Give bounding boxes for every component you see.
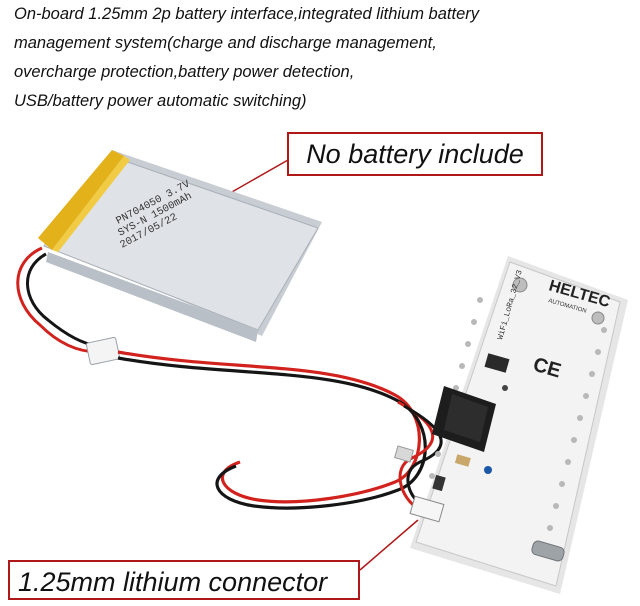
board-usb-c-port [531, 540, 565, 562]
battery-wire-red [16, 246, 99, 354]
battery-tape [38, 150, 124, 250]
callout-no-battery: No battery include [287, 132, 543, 176]
board-button-icon [512, 277, 528, 293]
battery-jst-plug [85, 336, 121, 366]
intro-line-2: management system(charge and discharge m… [14, 34, 437, 52]
callout-connector: 1.25mm lithium connector [8, 560, 360, 600]
callout-pointer-connector [359, 519, 419, 571]
cable-black [117, 356, 427, 510]
intro-line-1: On-board 1.25mm 2p battery interface,int… [14, 5, 479, 23]
battery [38, 150, 322, 342]
board-jst-connector [409, 495, 445, 523]
heltec-board [394, 256, 628, 594]
intro-line-3: overcharge protection,battery power dete… [14, 63, 355, 81]
intro-text: On-board 1.25mm 2p battery interface,int… [14, 0, 634, 116]
board-oscillator [484, 353, 510, 373]
cable-black-board-lead [403, 404, 443, 508]
battery-wire-black [26, 252, 99, 348]
intro-line-4: USB/battery power automatic switching) [14, 92, 307, 110]
